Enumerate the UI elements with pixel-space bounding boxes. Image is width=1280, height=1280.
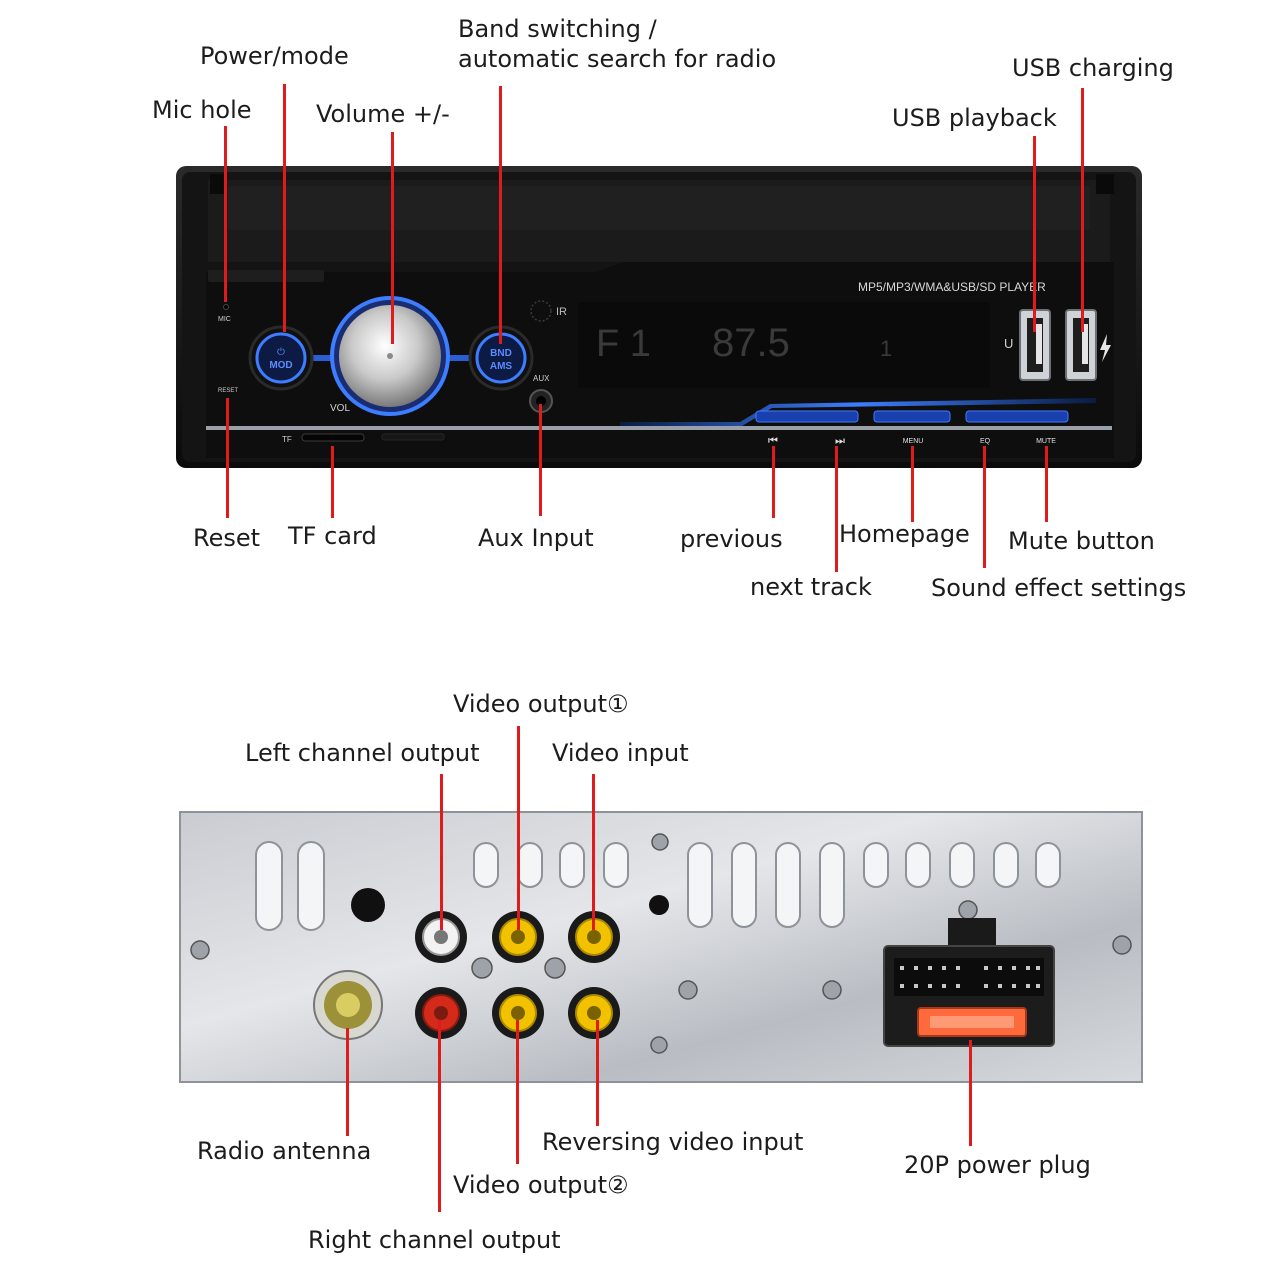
callout-video-output-1: Video output① [453,690,629,718]
rear-panel [179,811,1143,1083]
next-icon: ⏭ [835,435,845,447]
callout-sound: Sound effect settings [931,574,1187,602]
power-plug-connector[interactable] [883,918,1055,1047]
callout-line-right-channel [438,1020,441,1212]
eq-mute-button-bar[interactable] [965,410,1069,423]
vent-slots [255,841,1061,931]
prev-next-button-bar[interactable] [755,410,859,423]
rca-left-channel[interactable] [415,911,467,963]
usb-u-label: U [1004,336,1013,351]
callout-power: Power/mode [200,42,349,70]
callout-line-aux [539,404,542,516]
callout-video-input: Video input [552,739,689,767]
callout-aux: Aux Input [478,524,594,552]
screws [190,833,1132,1054]
callout-video-output-2: Video output② [453,1171,629,1199]
callout-line-sound [983,446,986,568]
reset-label: RESET [218,388,238,394]
radio-antenna-jack[interactable] [313,970,383,1040]
callout-line-mute [1045,446,1048,522]
callout-line-usb-playback [1033,136,1036,332]
callout-line-next [835,446,838,572]
tf-card-slot[interactable] [301,433,365,442]
display-band: F 1 [596,323,651,365]
callout-homepage: Homepage [839,520,970,548]
callout-line-previous [772,446,775,518]
display-frequency: 87.5 [712,321,790,365]
callout-line-antenna [346,1028,349,1136]
aux-jack[interactable] [529,389,553,413]
callout-mic: Mic hole [152,96,252,124]
callout-line-volume [391,132,394,344]
callout-reset: Reset [193,524,261,552]
ir-label: IR [556,306,567,318]
callout-line-homepage [911,446,914,522]
display-channel: 1 [880,336,892,361]
usb-charging-port[interactable] [1065,309,1097,381]
callout-line-usb-charging [1081,88,1084,332]
callout-volume: Volume +/- [316,100,450,128]
callout-previous: previous [680,525,783,553]
rca-right-channel[interactable] [415,987,467,1039]
callout-antenna: Radio antenna [197,1137,372,1165]
mic-label: MIC [218,316,231,323]
menu-button-bar[interactable] [873,410,951,423]
mod-button[interactable]: ⏻ MOD [248,325,314,391]
callout-line-video-input [592,774,595,930]
callout-line-mic [224,126,227,302]
callout-next: next track [750,573,872,601]
mute-label: MUTE [1036,438,1056,445]
vol-label: VOL [330,403,350,414]
callout-mute: Mute button [1008,527,1155,555]
rca-video-input[interactable] [568,911,620,963]
tf-label: TF [282,435,292,444]
lightning-icon [1100,334,1111,362]
callout-usb-playback: USB playback [892,104,1057,132]
callout-line-reset [226,398,229,518]
callout-line-power [283,84,286,332]
bnd-ams-button[interactable]: BND AMS [468,325,534,391]
volume-knob[interactable] [330,296,450,416]
callout-band-2: automatic search for radio [458,45,777,73]
callout-band: Band switching / [458,15,657,43]
callout-line-left-channel [440,774,443,930]
callout-left-channel: Left channel output [245,739,480,767]
previous-icon: ⏮ [768,435,778,447]
callout-line-power-plug [969,1040,972,1146]
callout-line-video-output-1 [517,726,520,930]
ir-sensor: IR [530,300,567,322]
callout-line-video-output-2 [516,1020,519,1164]
callout-reversing: Reversing video input [542,1128,804,1156]
callout-line-reversing [596,1020,599,1126]
usb-playback-port[interactable] [1019,309,1051,381]
mic-hole [223,304,229,310]
callout-tf: TF card [288,522,377,550]
power-icon: ⏻ [277,347,285,358]
menu-label: MENU [903,438,924,445]
eq-label: EQ [980,438,991,445]
ams-label: AMS [490,361,513,372]
aux-label: AUX [533,374,550,383]
mod-label: MOD [269,360,292,371]
callout-usb-charging: USB charging [1012,54,1174,82]
player-label: MP5/MP3/WMA&USB/SD PLAYER [858,280,1046,294]
callout-line-band [499,86,502,344]
callout-line-tf [331,446,334,518]
display-screen: F 1 87.5 1 [578,302,990,388]
bnd-label: BND [490,348,512,359]
callout-right-channel: Right channel output [308,1226,561,1254]
rca-reversing-video-input[interactable] [568,987,620,1039]
front-panel: MIC RESET ⏻ MOD VOL BND AMS IR AUX TF [176,166,1142,468]
callout-power-plug: 20P power plug [904,1151,1091,1179]
